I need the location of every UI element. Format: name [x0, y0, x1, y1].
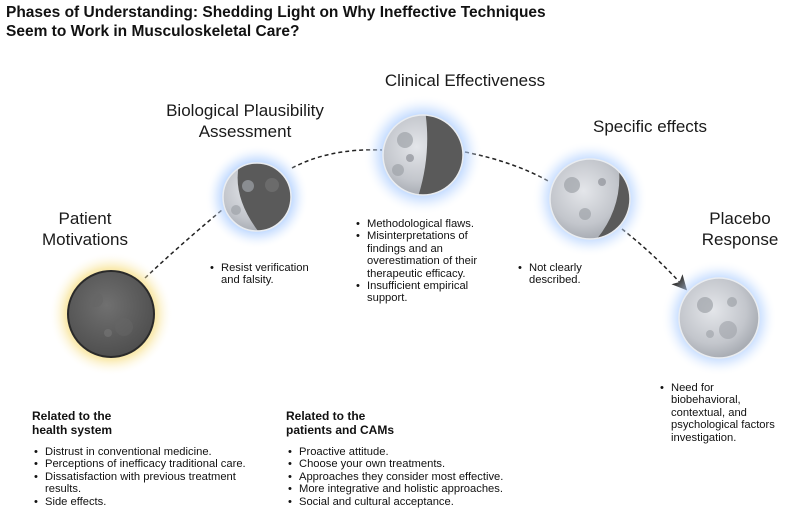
bullet-line: Approaches they consider most effective. [299, 470, 504, 483]
list-item: Side effects. [34, 495, 284, 509]
bullet-line: psychological factors [671, 419, 775, 432]
bullet-line: investigation. [671, 431, 737, 444]
patients-cams-list: Proactive attitude. Choose your own trea… [288, 446, 538, 508]
heading-line: Related to the [286, 409, 366, 423]
bullet-line: Methodological flaws. [367, 218, 474, 230]
biological-plausibility-bullets: Resist verification and falsity. [210, 262, 350, 287]
bullet-line: Side effects. [45, 495, 107, 508]
phase-2-label-line-1: Biological Plausibility [166, 101, 324, 120]
phase-label-patient-motivations: Patient Motivations [20, 208, 150, 250]
list-item: Not clearly described. [518, 262, 628, 287]
heading-line: Related to the [32, 409, 112, 423]
specific-effects-bullets: Not clearly described. [518, 262, 628, 287]
list-item: Approaches they consider most effective. [288, 470, 538, 484]
phase-4-label-line-1: Specific effects [592, 117, 708, 136]
bullet-line: Not clearly [529, 262, 582, 274]
bullet-line: Misinterpretations of [367, 230, 468, 243]
moon-icon-specific-effects [532, 141, 648, 257]
phase-label-placebo-response: Placebo Response [690, 208, 790, 250]
bullet-line: Proactive attitude. [299, 446, 389, 458]
list-item: Resist verification and falsity. [210, 262, 350, 287]
bullet-line: More integrative and holistic approaches… [299, 483, 503, 496]
health-system-heading: Related to the health system [32, 409, 112, 437]
bullet-line: support. [367, 292, 408, 305]
bullet-line: Need for [671, 382, 714, 394]
phase-5-label-line-2: Response [701, 230, 779, 249]
moon-icon-patient-motivations [49, 252, 173, 376]
phase-label-specific-effects: Specific effects [575, 116, 725, 137]
placebo-response-bullets: Need for biobehavioral, contextual, and … [660, 382, 792, 444]
list-item: Methodological flaws. [356, 218, 516, 231]
list-item: Distrust in conventional medicine. [34, 446, 284, 459]
connector-2-3 [291, 149, 383, 169]
patients-cams-heading: Related to the patients and CAMs [286, 409, 394, 437]
health-system-list: Distrust in conventional medicine. Perce… [34, 446, 284, 508]
bullet-line: biobehavioral, [671, 394, 741, 407]
title-line-2: Seem to Work in Musculoskeletal Care? [6, 23, 300, 40]
list-item: Need for biobehavioral, contextual, and … [660, 382, 792, 444]
moon-icon-biological-plausibility [205, 145, 309, 249]
clinical-effectiveness-bullets: Methodological flaws. Misinterpretations… [356, 218, 516, 305]
phase-label-biological-plausibility: Biological Plausibility Assessment [150, 100, 340, 142]
bullet-line: Distrust in conventional medicine. [45, 446, 212, 458]
bullet-line: Insufficient empirical [367, 280, 469, 293]
bullet-line: findings and an [367, 242, 443, 255]
phase-1-label-line-1: Patient [58, 209, 112, 228]
list-item: Social and cultural acceptance. [288, 495, 538, 509]
phase-3-label-line-1: Clinical Effectiveness [384, 71, 546, 90]
list-item: Misinterpretations of findings and an ov… [356, 230, 516, 280]
phase-5-label-line-1: Placebo [709, 209, 771, 228]
list-item: Dissatisfaction with previous treatment … [34, 471, 284, 496]
bullet-line: and falsity. [221, 274, 274, 287]
title-line-1: Phases of Understanding: Shedding Light … [6, 4, 546, 21]
diagram-title: Phases of Understanding: Shedding Light … [6, 3, 606, 41]
bullet-line: contextual, and [671, 406, 747, 419]
list-item: Insufficient empirical support. [356, 280, 516, 305]
bullet-line: therapeutic efficacy. [367, 267, 466, 280]
bullet-line: Dissatisfaction with previous treatment [45, 470, 236, 483]
moon-icon-placebo-response [661, 260, 777, 376]
phase-label-clinical-effectiveness: Clinical Effectiveness [360, 70, 570, 91]
bullet-line: results. [45, 483, 82, 496]
bullet-line: overestimation of their [367, 255, 478, 268]
bullet-line: Choose your own treatments. [299, 458, 446, 471]
list-item: More integrative and holistic approaches… [288, 483, 538, 496]
phase-1-label-line-2: Motivations [42, 230, 128, 249]
bullet-line: Resist verification [221, 262, 309, 274]
heading-line: patients and CAMs [286, 423, 395, 437]
heading-line: health system [32, 423, 113, 437]
moon-icon-clinical-effectiveness [363, 95, 483, 215]
list-item: Choose your own treatments. [288, 458, 538, 471]
bullet-line: described. [529, 274, 581, 287]
list-item: Proactive attitude. [288, 446, 538, 459]
bullet-line: Perceptions of inefficacy traditional ca… [45, 458, 246, 471]
phase-2-label-line-2: Assessment [198, 122, 292, 141]
bullet-line: Social and cultural acceptance. [299, 495, 454, 508]
list-item: Perceptions of inefficacy traditional ca… [34, 458, 284, 471]
